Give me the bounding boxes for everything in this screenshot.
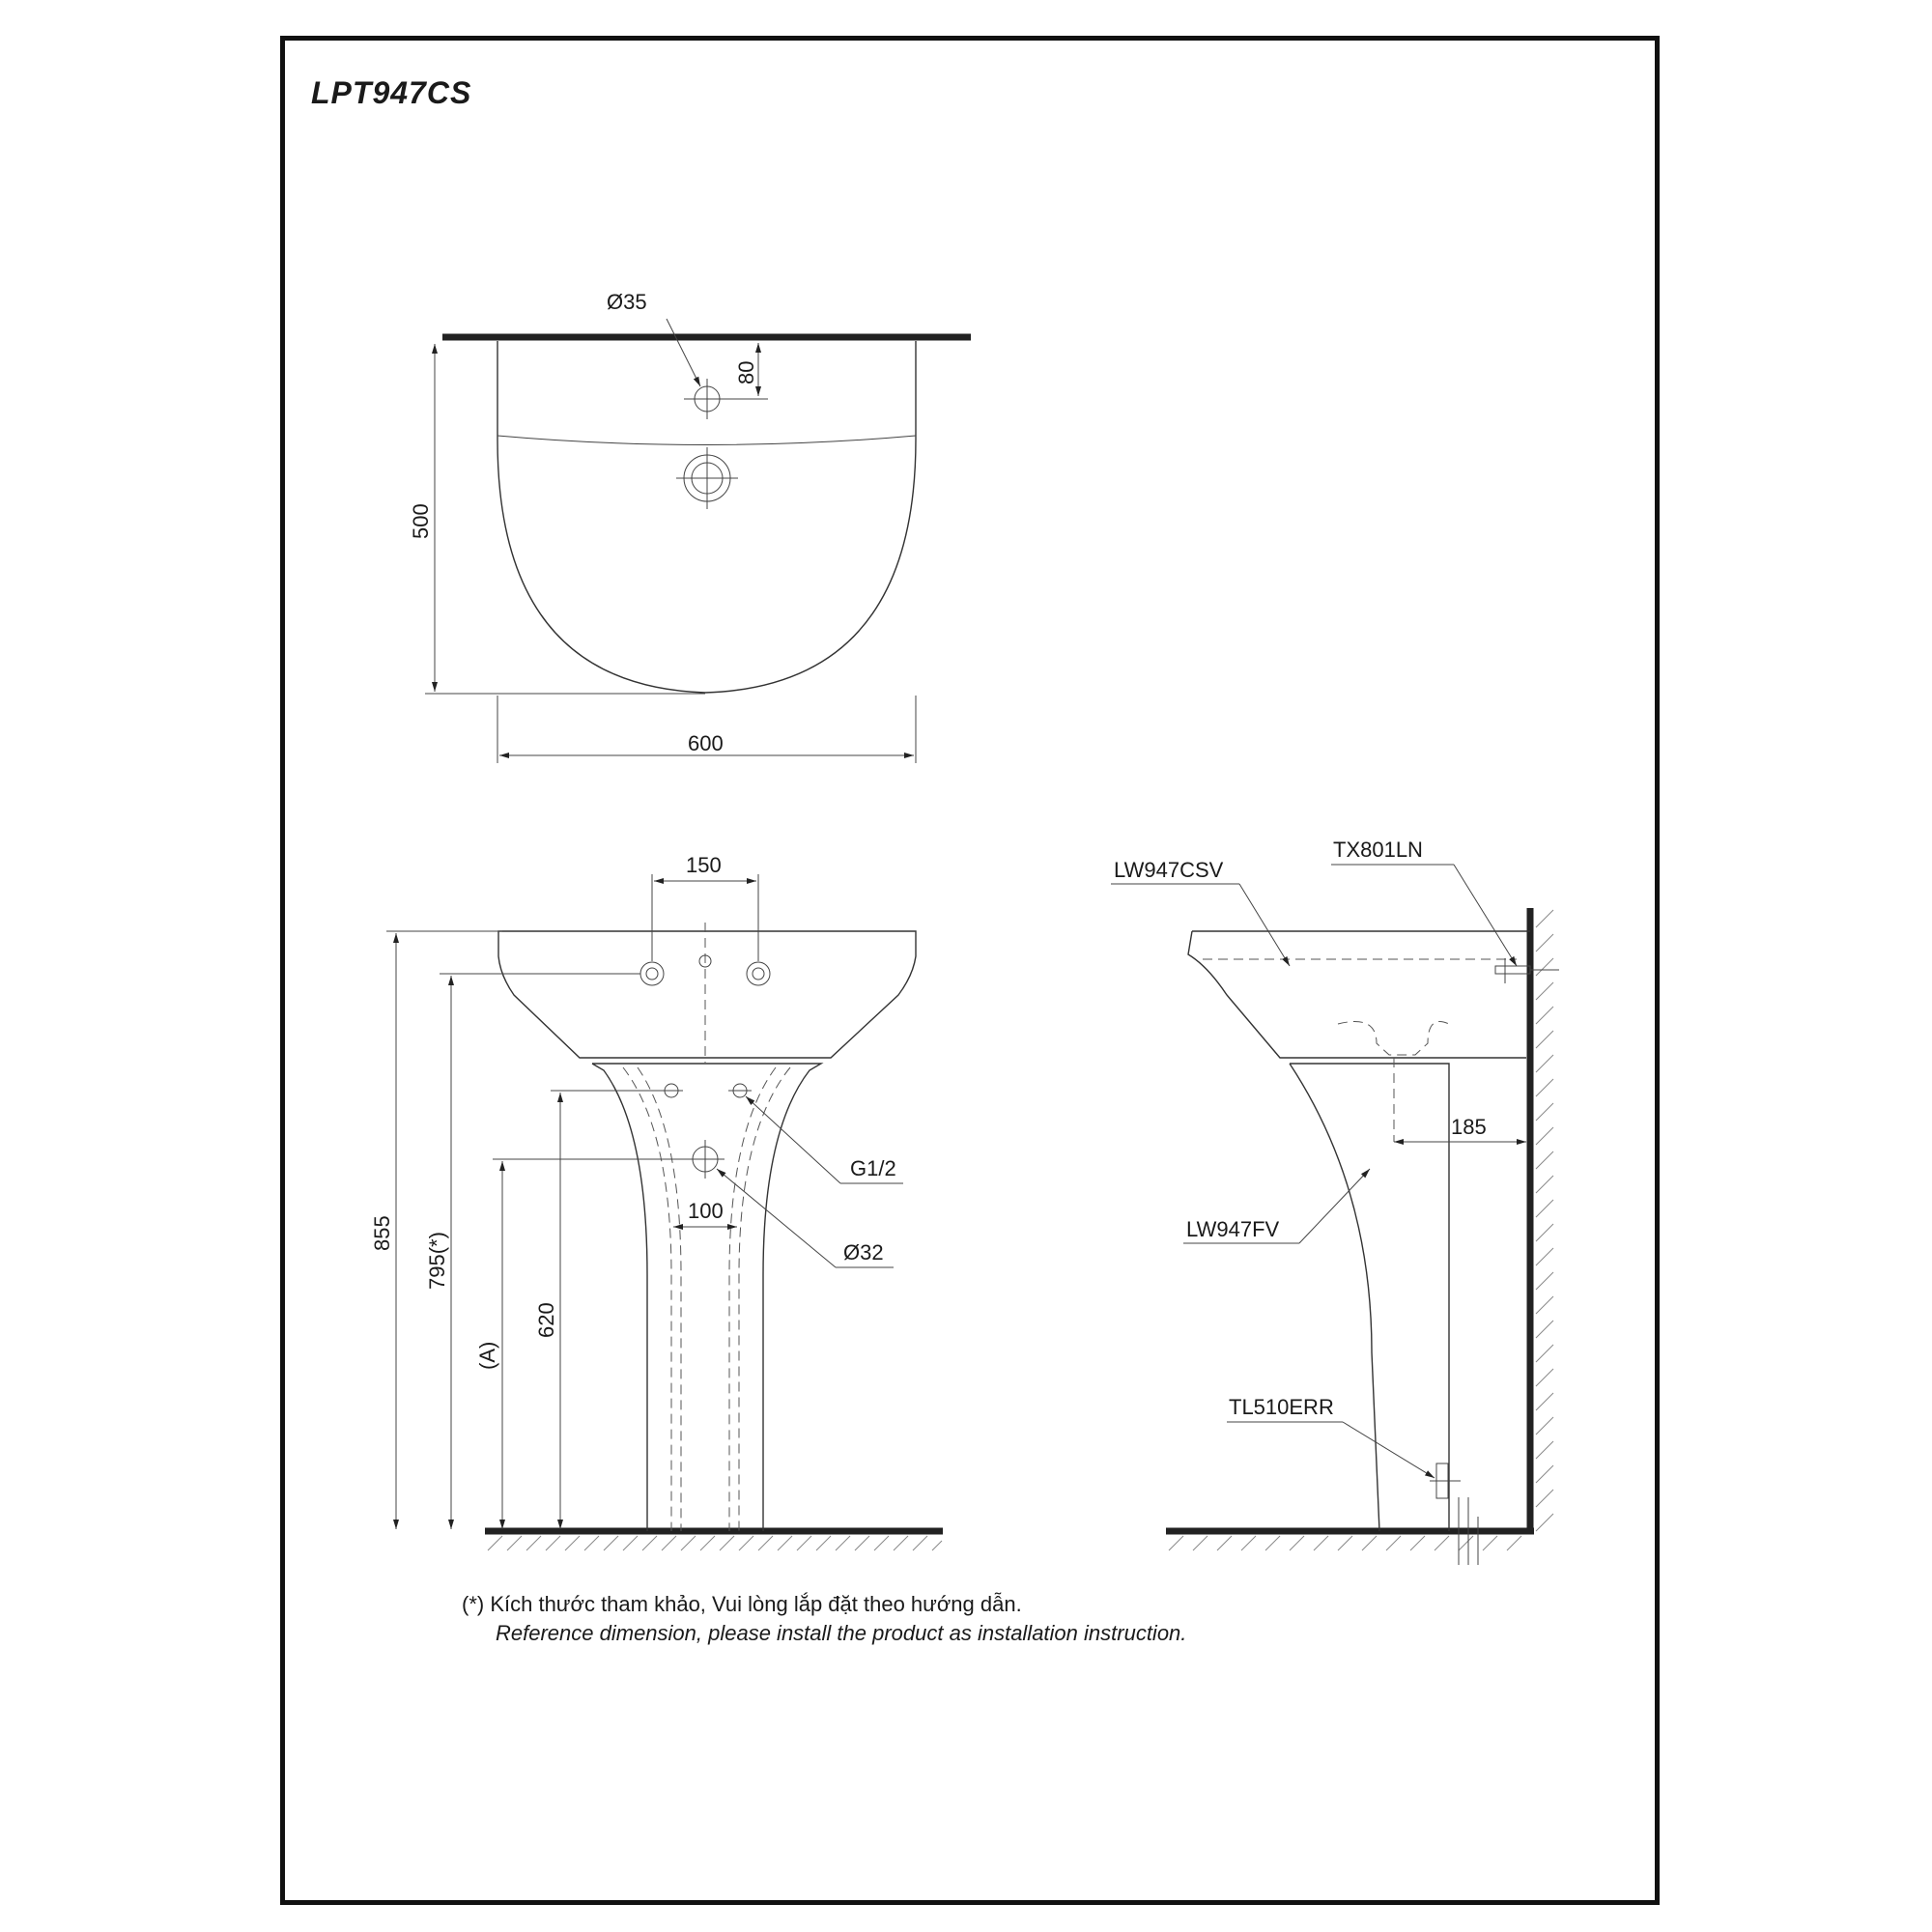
front-pedestal-left: [591, 1063, 648, 1531]
drain-diameter-label: Ø32: [843, 1240, 884, 1264]
width-dimension: 600: [688, 731, 724, 755]
pedestal-model-label: LW947FV: [1186, 1217, 1280, 1241]
supply-height-dimension: 620: [534, 1302, 558, 1338]
trap-model-label: TL510ERR: [1229, 1395, 1334, 1419]
front-pedestal-right: [592, 1063, 824, 1531]
front-basin: [497, 930, 917, 1059]
drawing-frame: [280, 36, 1660, 1905]
basin-bowl-edge: [497, 435, 917, 445]
wall-offset-dimension: 185: [1451, 1115, 1487, 1139]
side-wall-hatch: [1168, 909, 1554, 1551]
depth-dimension: 500: [409, 503, 433, 539]
side-basin: [1187, 930, 1530, 1059]
top-view: Ø35 80 500 600: [409, 290, 971, 763]
basin-model-label: LW947CSV: [1114, 858, 1224, 882]
supply-thread-label: G1/2: [850, 1156, 896, 1180]
tap-spacing-dimension: 150: [686, 853, 722, 877]
side-view: LW947CSV TX801LN 185 LW947FV TL510ERR: [1111, 838, 1559, 1565]
side-pedestal-front: [1289, 1063, 1380, 1532]
waste-model-label: TX801LN: [1333, 838, 1423, 862]
note-english: Reference dimension, please install the …: [496, 1621, 1187, 1645]
hole-diameter-label: Ø35: [607, 290, 647, 314]
model-title: LPT947CS: [311, 75, 472, 110]
dimension-a: (A): [475, 1342, 499, 1370]
front-view: 150 855 795(*) (A) 620 100 G1/2: [370, 853, 943, 1551]
supply-spacing-dimension: 100: [688, 1199, 724, 1223]
front-floor-hatch: [487, 1535, 943, 1551]
total-height-dimension: 855: [370, 1215, 394, 1251]
rim-height-dimension: 795(*): [425, 1232, 449, 1290]
hole-offset-dimension: 80: [734, 361, 758, 384]
side-pedestal-back: [1290, 1063, 1450, 1531]
basin-outline: [497, 341, 917, 694]
reference-note: (*) Kích thước tham khảo, Vui lòng lắp đ…: [462, 1590, 1186, 1648]
note-vietnamese: (*) Kích thước tham khảo, Vui lòng lắp đ…: [462, 1592, 1022, 1616]
